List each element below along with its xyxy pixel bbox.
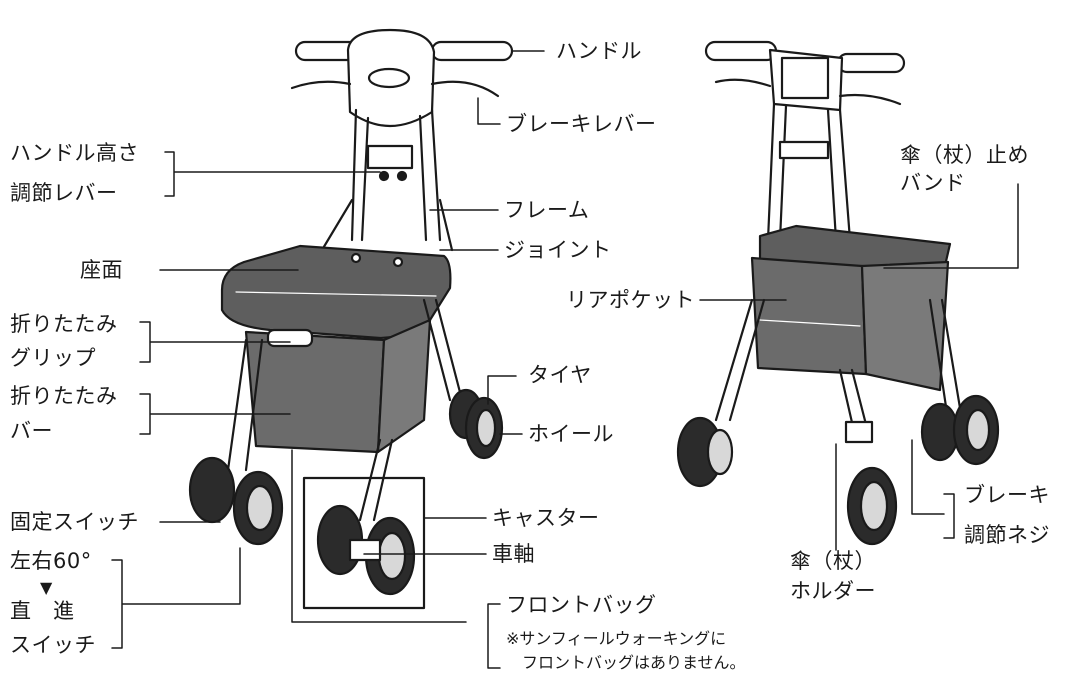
label-umbrella-band-1: 傘（杖）止め: [900, 143, 1029, 167]
label-angle-2: 直 進: [10, 599, 75, 623]
label-brake-lever: ブレーキレバー: [506, 112, 657, 136]
label-tire: タイヤ: [528, 363, 592, 387]
label-umbrella-holder-1: 傘（杖）: [790, 549, 876, 573]
label-brake-adjust-2: 調節ネジ: [964, 523, 1050, 547]
handle-plate: [346, 28, 436, 128]
label-frame: フレーム: [504, 198, 590, 222]
right-handle-grip: [430, 40, 514, 62]
label-fixed-switch: 固定スイッチ: [10, 510, 139, 534]
label-caster: キャスター: [492, 506, 600, 530]
label-seat: 座面: [80, 258, 123, 282]
label-joint: ジョイント: [504, 238, 612, 262]
label-angle-1: 左右60°: [10, 549, 92, 573]
label-wheel: ホイール: [528, 422, 614, 446]
seat: [220, 244, 452, 340]
label-fold-grip-1: 折りたたみ: [10, 312, 118, 336]
front-walker: [111, 28, 545, 669]
label-fold-bar-1: 折りたたみ: [10, 384, 118, 408]
note-line-1: ※サンフィールウォーキングに: [506, 629, 727, 648]
caster-highlight-box: [302, 476, 426, 610]
handle-logo: [367, 67, 411, 89]
rear-walker-left-wheel: [676, 416, 734, 488]
label-fold-bar-2: バー: [10, 419, 53, 443]
height-adjust-lever: [366, 144, 414, 170]
label-handle-height-1: ハンドル高さ: [10, 141, 139, 165]
label-handle: ハンドル: [556, 39, 642, 63]
label-handle-height-2: 調節レバー: [10, 181, 118, 205]
right-brake-lever: [430, 80, 500, 98]
left-brake-lever: [290, 80, 352, 90]
rear-walker-right-wheel: [920, 394, 1000, 466]
angle-arrow-icon: ▼: [40, 578, 53, 597]
label-angle-3: スイッチ: [10, 633, 96, 657]
rear-wheel: [448, 388, 504, 460]
label-rear-pocket: リアポケット: [566, 288, 695, 312]
rear-walker-front-wheel: [846, 466, 898, 546]
fold-grip: [266, 328, 314, 348]
label-axle: 車軸: [492, 542, 535, 566]
front-left-wheel: [188, 456, 284, 546]
note-line-2: フロントバッグはありません。: [522, 653, 746, 672]
label-fold-grip-2: グリップ: [10, 346, 96, 370]
rear-pocket: [750, 256, 868, 376]
label-umbrella-holder-2: ホルダー: [790, 579, 876, 603]
label-brake-adjust-1: ブレーキ: [964, 483, 1050, 507]
rear-walker: [676, 40, 1019, 551]
label-umbrella-band-2: バンド: [900, 171, 966, 195]
front-bag-body: [244, 330, 386, 454]
label-front-bag: フロントバッグ: [506, 593, 657, 617]
front-right-wheel: [316, 504, 416, 596]
